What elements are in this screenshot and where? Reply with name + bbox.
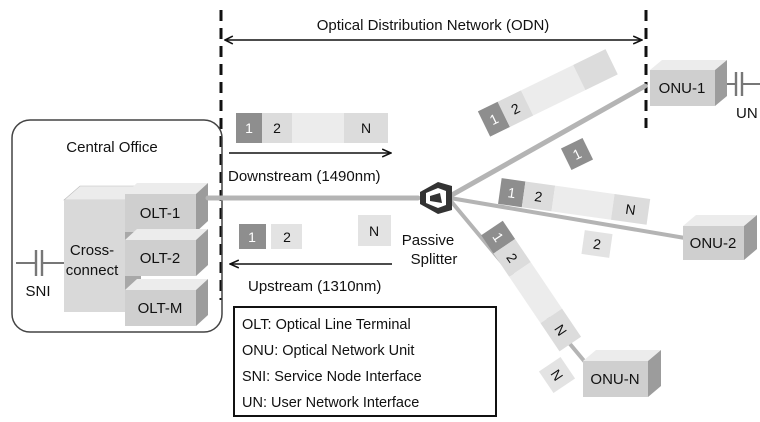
olt-1-box: OLT-1 <box>125 183 208 232</box>
onu-2-packet: 2 <box>581 230 613 258</box>
legend-item: ONU: Optical Network Unit <box>242 343 415 359</box>
cross-connect-label: Cross- <box>70 242 114 259</box>
downstream-label: Downstream (1490nm) <box>228 168 381 185</box>
cross-connect-label: connect <box>66 262 119 279</box>
onu-1-packet: 1 <box>560 137 594 171</box>
packet-label: 2 <box>273 120 281 136</box>
legend-box: OLT: Optical Line Terminal ONU: Optical … <box>233 306 497 417</box>
un-label: UN <box>736 105 758 122</box>
onu-1-label: ONU-1 <box>659 80 706 97</box>
onu-n-downstream-frame: 1 2 N <box>481 220 582 352</box>
packet-label: N <box>369 223 379 239</box>
upstream-label: Upstream (1310nm) <box>248 278 381 295</box>
packet-label: 2 <box>592 236 602 253</box>
onu-2-label: ONU-2 <box>690 235 737 252</box>
packet-label: N <box>624 201 636 218</box>
odn-label: Optical Distribution Network (ODN) <box>317 17 550 34</box>
onu-1-box: ONU-1 <box>650 60 727 106</box>
olt-2-label: OLT-2 <box>140 250 181 267</box>
un-connector-icon <box>727 72 760 96</box>
packet-label: 1 <box>248 229 256 245</box>
onu-n-label: ONU-N <box>590 371 639 388</box>
upstream-packets: 1 2 N <box>239 215 391 249</box>
central-office-label: Central Office <box>66 139 157 156</box>
central-office-box <box>11 119 223 333</box>
olt-m-label: OLT-M <box>138 300 183 317</box>
splitter-icon <box>420 182 452 214</box>
olt-m-box: OLT-M <box>125 279 208 326</box>
olt-2-box: OLT-2 <box>125 229 208 276</box>
packet-label: 1 <box>507 184 517 201</box>
packet-label: 1 <box>245 120 253 136</box>
splitter-label: Passive <box>402 232 455 249</box>
packet-label: 2 <box>283 229 291 245</box>
onu-1-downstream-frame: 1 2 <box>477 49 618 137</box>
legend-item: OLT: Optical Line Terminal <box>242 317 411 333</box>
onu-n-packet: N <box>538 356 576 394</box>
packet-label: 2 <box>534 188 544 205</box>
sni-connector-icon <box>16 250 64 276</box>
olt-1-label: OLT-1 <box>140 205 181 222</box>
legend-item: SNI: Service Node Interface <box>242 369 422 385</box>
downstream-frame: 1 2 N <box>236 113 388 143</box>
splitter-label: Splitter <box>411 251 458 268</box>
packet-label: N <box>361 120 371 136</box>
onu-n-box: ONU-N <box>583 350 661 397</box>
legend-item: UN: User Network Interface <box>242 395 420 411</box>
onu-2-downstream-frame: 1 2 N <box>498 178 651 225</box>
onu-2-box: ONU-2 <box>683 215 757 260</box>
sni-label: SNI <box>25 283 50 300</box>
